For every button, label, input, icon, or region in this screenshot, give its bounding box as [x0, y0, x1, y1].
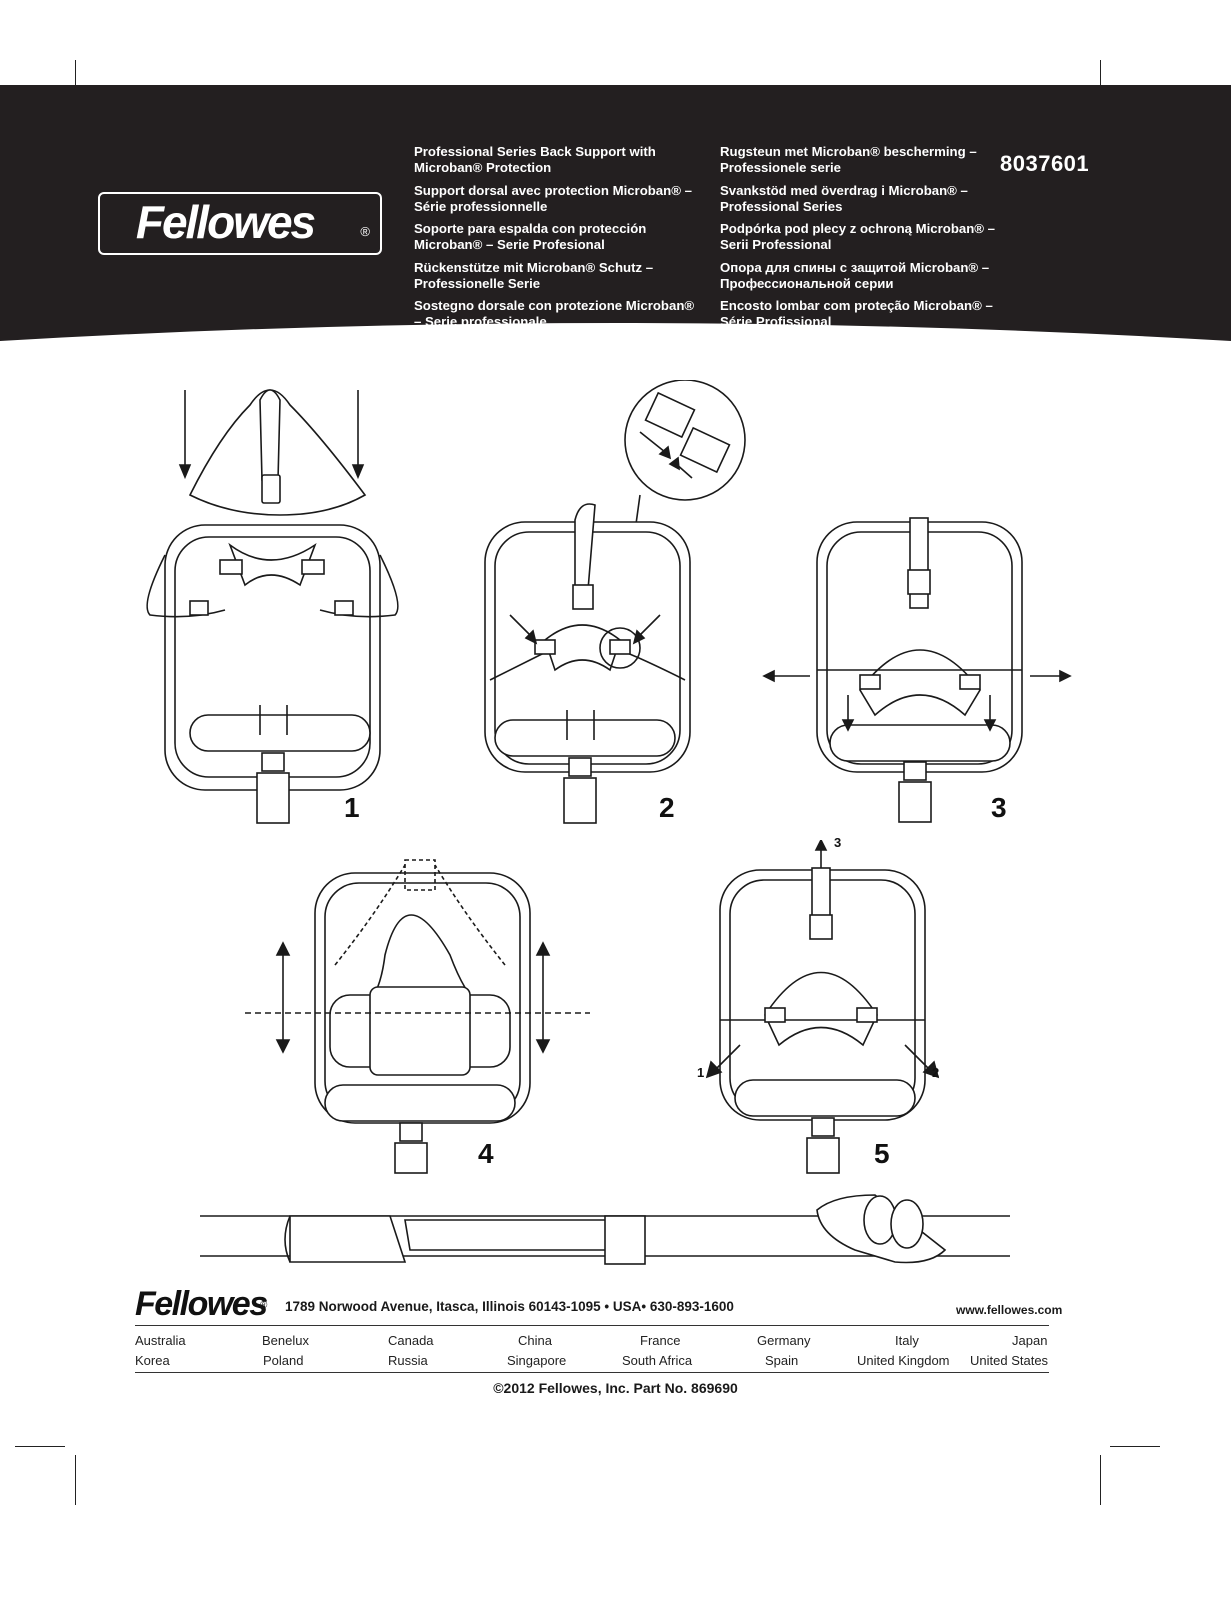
product-title: Podpórka pod plecy z ochroną Microban® –… [720, 221, 995, 252]
country-item: Korea [135, 1353, 170, 1368]
crop-mark [1100, 1455, 1101, 1505]
company-address: 1789 Norwood Avenue, Itasca, Illinois 60… [285, 1299, 734, 1314]
country-item: Australia [135, 1333, 186, 1348]
product-title: Rückenstütze mit Microban® Schutz – Prof… [414, 259, 654, 291]
crop-mark [1110, 1446, 1160, 1447]
country-item: Singapore [507, 1353, 567, 1368]
country-item: Canada [388, 1333, 434, 1348]
country-item: Italy [895, 1333, 919, 1348]
header-background [0, 85, 1231, 341]
country-item: Benelux [262, 1333, 309, 1348]
step-5-arrow-label-1: 1 [697, 1065, 705, 1080]
figure-step-3 [762, 517, 1072, 823]
footer-brand-logo: Fellowes [135, 1285, 268, 1323]
country-item: China [518, 1333, 552, 1348]
country-item: United States [970, 1353, 1049, 1368]
country-item: Japan [1012, 1333, 1048, 1348]
product-title: Support dorsal avec protection Microban®… [414, 182, 692, 214]
country-item: South Africa [622, 1353, 693, 1368]
crop-mark [15, 1446, 65, 1447]
figure-strap-detail [200, 1194, 1010, 1265]
registered-mark: ® [360, 224, 370, 239]
brand-logo: Fellowes ® [98, 192, 382, 255]
product-title: Sostegno dorsale con protezione Microban… [414, 298, 695, 329]
product-title: Encosto lombar com proteção Microban® – … [720, 298, 993, 329]
product-title: Professional Series Back Support with Mi… [414, 144, 656, 175]
brand-logo-text: Fellowes [135, 196, 316, 248]
figure-step-1 [146, 389, 399, 824]
country-item: France [640, 1333, 681, 1348]
part-number: 8037601 [1000, 151, 1090, 176]
country-item: Russia [388, 1353, 428, 1368]
step-number-4: 4 [478, 1138, 494, 1169]
header-band [0, 85, 1231, 341]
step-5-arrow-label-2: 2 [932, 1065, 940, 1080]
country-item: United Kingdom [857, 1353, 950, 1368]
product-title: Svankstöd med överdrag i Microban® – Pro… [720, 182, 968, 214]
copyright-notice: ©2012 Fellowes, Inc. Part No. 869690 [493, 1380, 738, 1396]
product-title: Rugsteun met Microban® bescherming – Pro… [720, 144, 977, 175]
product-title: Опора для спины с защитой Microban® – Пр… [720, 259, 990, 291]
step-5-arrow-label-3: 3 [834, 835, 842, 850]
crop-mark [75, 60, 76, 98]
figure-step-2 [484, 380, 746, 824]
country-item: Spain [765, 1353, 799, 1368]
step-number-1: 1 [344, 792, 360, 823]
country-item: Germany [757, 1333, 811, 1348]
step-number-3: 3 [991, 792, 1007, 823]
country-item: Poland [263, 1353, 304, 1368]
crop-mark [1100, 60, 1101, 98]
figure-step-5 [705, 840, 940, 1174]
website-link[interactable]: www.fellowes.com [956, 1303, 1063, 1317]
step-number-2: 2 [659, 792, 675, 823]
crop-mark [75, 1455, 76, 1505]
product-titles-right: Rugsteun met Microban® bescherming – Pro… [720, 144, 1010, 337]
product-title: Soporte para espalda con protección Micr… [414, 221, 647, 252]
footer-registered-mark: ® [260, 1300, 268, 1311]
footer-divider-bottom [135, 1372, 1049, 1373]
product-titles-left: Professional Series Back Support with Mi… [414, 144, 704, 337]
footer-divider [135, 1325, 1049, 1326]
step-number-5: 5 [874, 1138, 890, 1169]
figure-step-4 [245, 859, 590, 1174]
